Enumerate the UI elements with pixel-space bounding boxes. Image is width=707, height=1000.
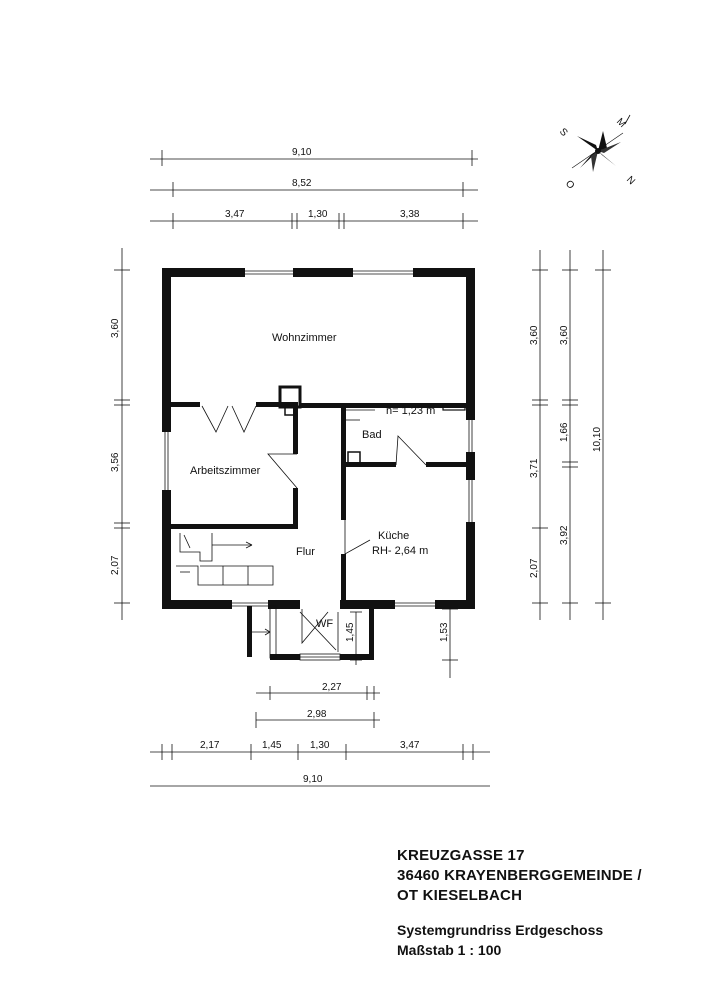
dim-top-inner: 8,52 — [292, 178, 312, 189]
dim-right-b-1: 3,60 — [559, 325, 570, 345]
dim-top-total: 9,10 — [292, 147, 312, 158]
room-wf: WF — [316, 618, 333, 630]
compass-rose-icon: S M O N — [557, 114, 637, 192]
dim-bottom-seg-2: 1,45 — [262, 740, 282, 751]
compass-label-o: O — [563, 178, 576, 191]
dim-right-a-1: 3,60 — [529, 325, 540, 345]
dim-top-seg-1: 3,47 — [225, 209, 245, 220]
dim-bottom-total: 9,10 — [303, 774, 323, 785]
room-kueche: Küche — [378, 530, 409, 542]
windows — [162, 268, 475, 609]
dim-left-seg-1: 3,60 — [110, 318, 121, 338]
dim-right-b-2: 1,66 — [559, 422, 570, 442]
dim-top-seg-3: 3,38 — [400, 209, 420, 220]
dim-porch-outer-height: 1,53 — [439, 622, 450, 642]
dimension-top — [150, 150, 478, 229]
dimension-bottom — [150, 744, 490, 787]
address-line-2: 36460 KRAYENBERGGEMEINDE / — [397, 867, 642, 884]
porch — [247, 605, 374, 661]
dim-right-total: 10,10 — [592, 427, 603, 452]
room-flur: Flur — [296, 546, 315, 558]
address-line-3: OT KIESELBACH — [397, 887, 523, 904]
plan-scale: Maßstab 1 : 100 — [397, 942, 502, 958]
dim-right-a-2: 3,71 — [529, 458, 540, 478]
dimension-left — [114, 248, 130, 620]
plan-caption: KREUZGASSE 17 36460 KRAYENBERGGEMEINDE /… — [397, 846, 697, 960]
dimension-right — [532, 250, 611, 620]
compass-label-n: N — [624, 174, 637, 187]
dim-right-a-3: 2,07 — [529, 558, 540, 578]
dim-bottom-seg-4: 3,47 — [400, 740, 420, 751]
room-bad: Bad — [362, 429, 382, 441]
dim-porch-width-inner: 2,27 — [322, 682, 342, 693]
dim-porch-height: 1,45 — [345, 622, 356, 642]
dim-left-seg-3: 2,07 — [110, 555, 121, 575]
building-walls — [162, 268, 475, 609]
address-line-1: KREUZGASSE 17 — [397, 847, 525, 864]
dim-right-b-3: 3,92 — [559, 525, 570, 545]
room-kueche-height: RH- 2,64 m — [372, 545, 428, 557]
room-arbeitszimmer: Arbeitszimmer — [190, 465, 261, 477]
dim-bottom-seg-1: 2,17 — [200, 740, 220, 751]
dim-top-seg-2: 1,30 — [308, 209, 328, 220]
room-bad-height: h= 1,23 m — [386, 405, 435, 417]
dimension-porch — [255, 608, 458, 728]
dim-bottom-seg-3: 1,30 — [310, 740, 330, 751]
staircase — [176, 533, 274, 586]
dim-left-seg-2: 3,56 — [110, 452, 121, 472]
plan-title: Systemgrundriss Erdgeschoss — [397, 922, 604, 938]
room-wohnzimmer: Wohnzimmer — [272, 332, 337, 344]
dim-porch-width-outer: 2,98 — [307, 709, 327, 720]
doors — [200, 401, 466, 645]
compass-label-s: S — [557, 126, 570, 139]
